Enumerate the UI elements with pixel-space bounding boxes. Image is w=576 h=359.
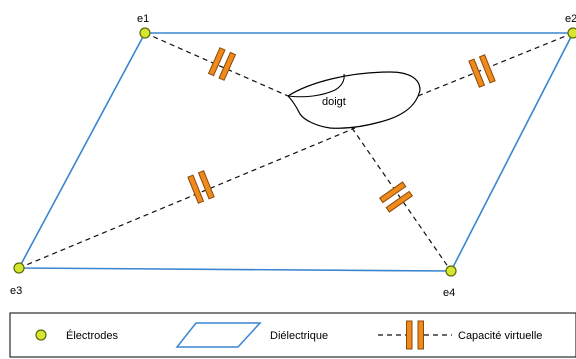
- legend-electrode-icon: [35, 329, 47, 341]
- capacitor-finger-e2: [468, 54, 496, 88]
- electrode-e3: e3: [10, 262, 25, 297]
- legend-electrodes: Électrodes: [35, 329, 118, 342]
- legend-capacitor: Capacité virtuelle: [378, 320, 542, 350]
- electrode-e2: e2: [565, 13, 576, 39]
- finger-label: doigt: [322, 96, 346, 108]
- legend-electrodes-label: Électrodes: [66, 329, 118, 342]
- capacitor-e1-finger: [208, 47, 236, 81]
- legend-dielectric: Diélectrique: [175, 322, 328, 348]
- line-e3-finger: [18, 127, 356, 269]
- legend-dielectric-icon: [175, 322, 262, 348]
- electrode-e3-label: e3: [10, 285, 22, 297]
- virtual-capacitance-lines: [18, 32, 574, 272]
- electrode-e2-label: e2: [565, 13, 576, 25]
- electrode-e1-label: e1: [137, 13, 149, 25]
- finger-shape: doigt: [287, 71, 421, 129]
- legend-dielectric-label: Diélectrique: [270, 330, 328, 342]
- capacitor-finger-e4: [379, 181, 413, 213]
- legend-capacitor-label: Capacité virtuelle: [458, 330, 542, 342]
- legend: Électrodes Diélectrique Capacité virtuel…: [9, 312, 576, 358]
- line-finger-e4: [351, 127, 452, 272]
- capacitor-e3-finger: [187, 170, 215, 204]
- line-e1-finger: [144, 32, 289, 97]
- line-finger-e2: [417, 32, 574, 97]
- electrode-e1: e1: [137, 13, 151, 39]
- electrode-e4-label: e4: [443, 287, 455, 299]
- electrode-e4: e4: [443, 265, 457, 299]
